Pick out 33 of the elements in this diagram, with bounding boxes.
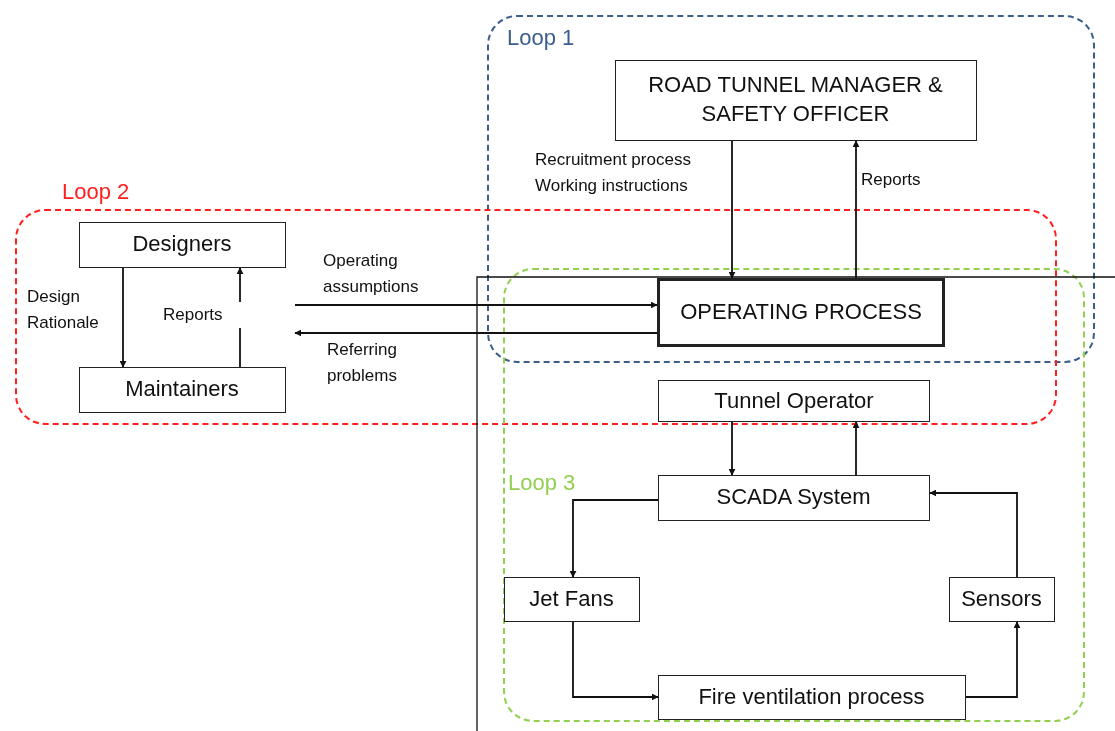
process-box — [78, 366, 286, 413]
box-label: Maintainers — [125, 375, 239, 404]
process-box — [78, 221, 286, 268]
process-box — [948, 576, 1055, 622]
box-label: ROAD TUNNEL MANAGER & SAFETY OFFICER — [647, 71, 944, 128]
arrow — [728, 140, 736, 279]
arrow — [852, 140, 860, 279]
arrow — [572, 621, 659, 701]
loop-label: Loop 3 — [508, 470, 576, 496]
process-box — [658, 380, 930, 422]
box-label: Jet Fans — [529, 584, 614, 613]
arrow — [965, 621, 1021, 698]
box-label: OPERATING PROCESS — [680, 298, 922, 327]
process-box — [657, 474, 930, 521]
box-label: Tunnel Operator — [714, 386, 874, 415]
process-box — [657, 674, 966, 720]
process-box — [503, 576, 640, 622]
arrow — [119, 267, 127, 368]
arrow — [929, 489, 1018, 578]
loop-label: Loop 2 — [62, 179, 130, 205]
box-label: Fire ventilation process — [698, 682, 925, 711]
loop-label: Loop 1 — [507, 25, 575, 51]
process-box — [614, 59, 977, 141]
box-label: SCADA System — [716, 483, 871, 512]
arrow — [852, 421, 860, 476]
edge-label: Reports — [163, 302, 243, 328]
box-label: Designers — [132, 230, 232, 259]
process-box — [657, 278, 945, 347]
arrow — [728, 421, 736, 476]
arrow — [569, 499, 659, 578]
arrow — [294, 301, 658, 309]
arrow — [294, 329, 658, 337]
box-label: Sensors — [961, 584, 1042, 613]
